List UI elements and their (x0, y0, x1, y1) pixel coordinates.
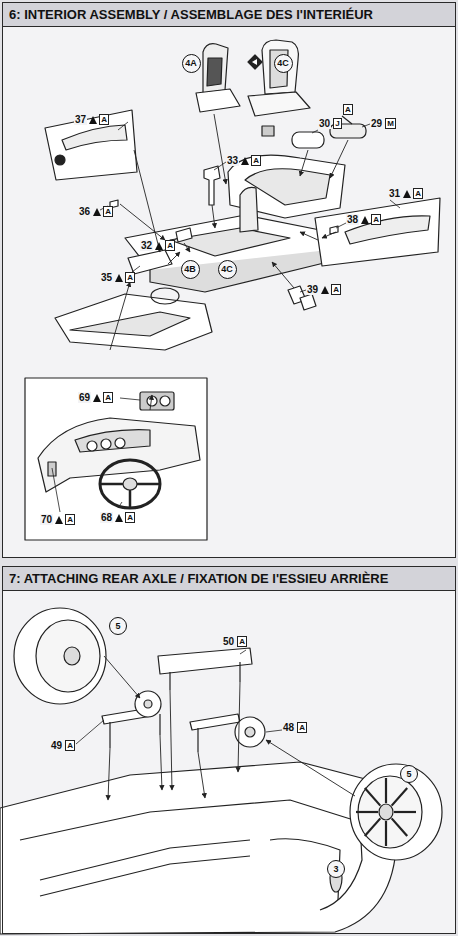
part-callout: 50A (222, 636, 247, 647)
paint-code: J (333, 118, 341, 129)
paint-code: A (103, 392, 113, 403)
rear-axle-parts (0, 608, 442, 934)
paint-triangle (321, 286, 329, 294)
reference-circle: 4B (181, 260, 200, 279)
paint-code: A (371, 214, 381, 225)
axle-leaders (76, 650, 282, 744)
part-callout: 68 A (100, 512, 135, 523)
wheel-spoke (365, 818, 381, 836)
part-number: 68 (100, 512, 113, 523)
paint-code: M (385, 118, 396, 129)
part-number: 50 (222, 636, 235, 647)
paint-code: A (343, 104, 353, 115)
paint-triangle (241, 157, 249, 165)
part-callout: 48A (282, 722, 307, 733)
paint-triangle (155, 242, 163, 250)
reference-circle: 4C (274, 54, 293, 73)
part-callout: 32 A (140, 240, 175, 251)
paint-triangle (89, 116, 97, 124)
part-number: 49 (50, 740, 63, 751)
paint-code: A (99, 114, 109, 125)
part-callout: 49A (50, 740, 75, 751)
paint-code: A (251, 155, 261, 166)
part-number: 70 (40, 514, 53, 525)
paint-code: A (237, 636, 247, 647)
paint-code: A (65, 740, 75, 751)
reference-circle: 3 (327, 860, 345, 878)
wheel-spoke (385, 821, 387, 846)
part-callout: 36 A (78, 206, 113, 217)
callout-number: 4C (277, 58, 289, 68)
part-callout: 29M (370, 118, 396, 129)
paint-triangle (115, 274, 123, 282)
paint-code: A (413, 188, 423, 199)
part-callout: A (343, 104, 353, 115)
wheel-spoke (365, 788, 381, 806)
part-number: 38 (346, 214, 359, 225)
part-callout: 30J (318, 118, 342, 129)
part-number: 31 (388, 188, 401, 199)
part-number: 30 (318, 118, 331, 129)
reference-circle: 4A (182, 54, 201, 73)
part-number: 48 (282, 722, 295, 733)
paint-code: A (297, 722, 307, 733)
paint-code: A (125, 512, 135, 523)
reference-circle: 5 (109, 617, 127, 635)
reference-circle: 4C (218, 260, 237, 279)
callout-number: 4C (221, 264, 233, 274)
part-number: 69 (78, 392, 91, 403)
reference-circle: 5 (400, 765, 418, 783)
step-heading: 7: ATTACHING REAR AXLE / FIXATION DE l'E… (3, 567, 455, 591)
step-panel: 6: INTERIOR ASSEMBLY / ASSEMBLAGE DES l'… (2, 2, 456, 558)
wheel-spoke (356, 811, 378, 813)
part-callout: 39 A (306, 284, 341, 295)
paint-triangle (115, 514, 123, 522)
part-number: 37 (74, 114, 87, 125)
paint-code: A (125, 272, 135, 283)
paint-code: A (65, 514, 75, 525)
part-number: 32 (140, 240, 153, 251)
axle-arrows (104, 656, 355, 800)
callout-number: 4A (185, 58, 197, 68)
wheel-spoke (385, 778, 387, 803)
part-callout: 38 A (346, 214, 381, 225)
part-callout: 31 A (388, 188, 423, 199)
callout-number: 5 (406, 769, 411, 779)
assembly-arrows (110, 114, 348, 410)
leader-lines (52, 122, 400, 512)
part-callout: 35 A (100, 272, 135, 283)
part-number: 33 (226, 155, 239, 166)
part-callout: 33 A (226, 155, 261, 166)
paint-code: A (165, 240, 175, 251)
callout-number: 5 (115, 621, 120, 631)
wheel-spoke (392, 788, 408, 806)
paint-triangle (403, 190, 411, 198)
part-number: 36 (78, 206, 91, 217)
part-callout: 37 A (74, 114, 109, 125)
part-number: 29 (370, 118, 383, 129)
paint-code: A (331, 284, 341, 295)
paint-triangle (93, 208, 101, 216)
wheel-spoke (394, 811, 416, 813)
wheel-spoke (392, 818, 408, 836)
paint-triangle (55, 516, 63, 524)
paint-triangle (361, 216, 369, 224)
step-heading: 6: INTERIOR ASSEMBLY / ASSEMBLAGE DES l'… (3, 3, 455, 27)
interior-parts (25, 40, 440, 540)
paint-code: A (103, 206, 113, 217)
paint-triangle (93, 394, 101, 402)
part-callout: 70 A (40, 514, 75, 525)
part-number: 35 (100, 272, 113, 283)
part-callout: 69 A (78, 392, 113, 403)
callout-number: 3 (333, 864, 338, 874)
part-number: 39 (306, 284, 319, 295)
callout-number: 4B (184, 264, 196, 274)
